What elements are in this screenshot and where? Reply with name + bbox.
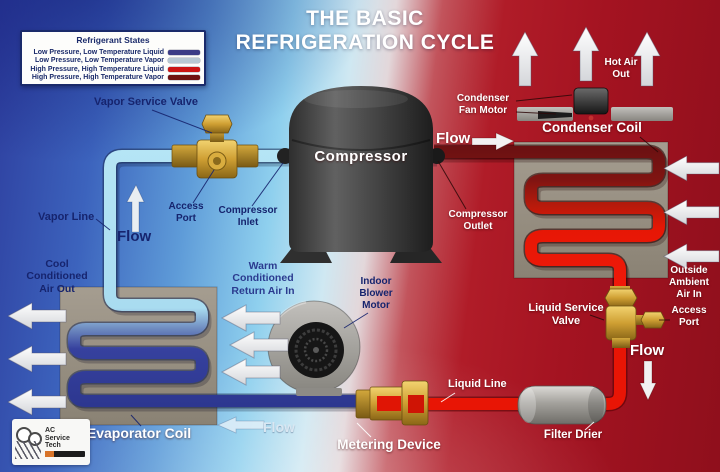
outside-air-in-arrow: [663, 243, 720, 270]
discharge-line-and-condenser-coil: [434, 144, 667, 300]
legend-swatch-hp-vapor: [168, 75, 200, 81]
legend-row: Low Pressure, Low Temperature Liquid: [26, 48, 200, 57]
cool-air-out-arrow: [7, 345, 67, 373]
condenser-fan-motor: [517, 87, 673, 121]
legend-swatch-lp-vapor: [168, 58, 200, 64]
metering-device: [355, 380, 429, 426]
logo-line3: Tech: [45, 442, 61, 450]
legend-panel: Refrigerant States Low Pressure, Low Tem…: [20, 30, 206, 86]
outside-air-in-arrow: [663, 155, 720, 182]
legend-swatch-hp-liquid: [168, 66, 200, 72]
return-air-in-arrow: [221, 304, 281, 332]
flow-left-arrow: [217, 416, 265, 434]
indoor-blower-motor: [267, 300, 361, 396]
legend-row: High Pressure, High Temperature Liquid: [26, 65, 200, 74]
fan-blade-icon: [538, 111, 572, 119]
logo-gears-icon: [15, 423, 45, 461]
vapor-service-valve: [171, 114, 259, 179]
compressor: [277, 86, 445, 263]
legend-label: Low Pressure, Low Temperature Liquid: [33, 48, 164, 56]
hot-air-out-arrow: [511, 31, 539, 87]
access-port-right: [640, 311, 666, 329]
legend-label: High Pressure, High Temperature Vapor: [31, 74, 164, 82]
legend-label: High Pressure, High Temperature Liquid: [30, 65, 164, 73]
vapor-line-and-evaporator-coil: [66, 148, 434, 409]
legend-row: Low Pressure, Low Temperature Vapor: [26, 57, 200, 66]
legend-row: High Pressure, High Temperature Vapor: [26, 74, 200, 83]
legend-label: Low Pressure, Low Temperature Vapor: [34, 57, 164, 65]
logo-line1: AC: [45, 426, 56, 434]
cool-air-out-arrow: [7, 302, 67, 330]
legend-title: Refrigerant States: [76, 35, 150, 45]
logo-banner: [45, 451, 85, 458]
hot-air-out-arrow: [572, 26, 600, 82]
filter-drier: [517, 385, 607, 425]
outside-air-in-arrow: [663, 199, 720, 226]
pointer-lines: [95, 94, 670, 438]
logo-line2: Service: [45, 434, 70, 442]
liquid-service-valve: [604, 286, 666, 348]
flow-up-arrow: [126, 184, 145, 233]
cool-air-out-arrow: [7, 388, 67, 416]
hot-air-out-arrow: [633, 31, 661, 87]
flow-right-arrow: [471, 132, 515, 151]
ac-service-tech-logo: AC Service Tech: [12, 419, 90, 465]
legend-swatch-lp-liquid: [168, 49, 200, 55]
liquid-line-pipe: [412, 296, 628, 412]
flow-down-arrow: [639, 360, 657, 401]
